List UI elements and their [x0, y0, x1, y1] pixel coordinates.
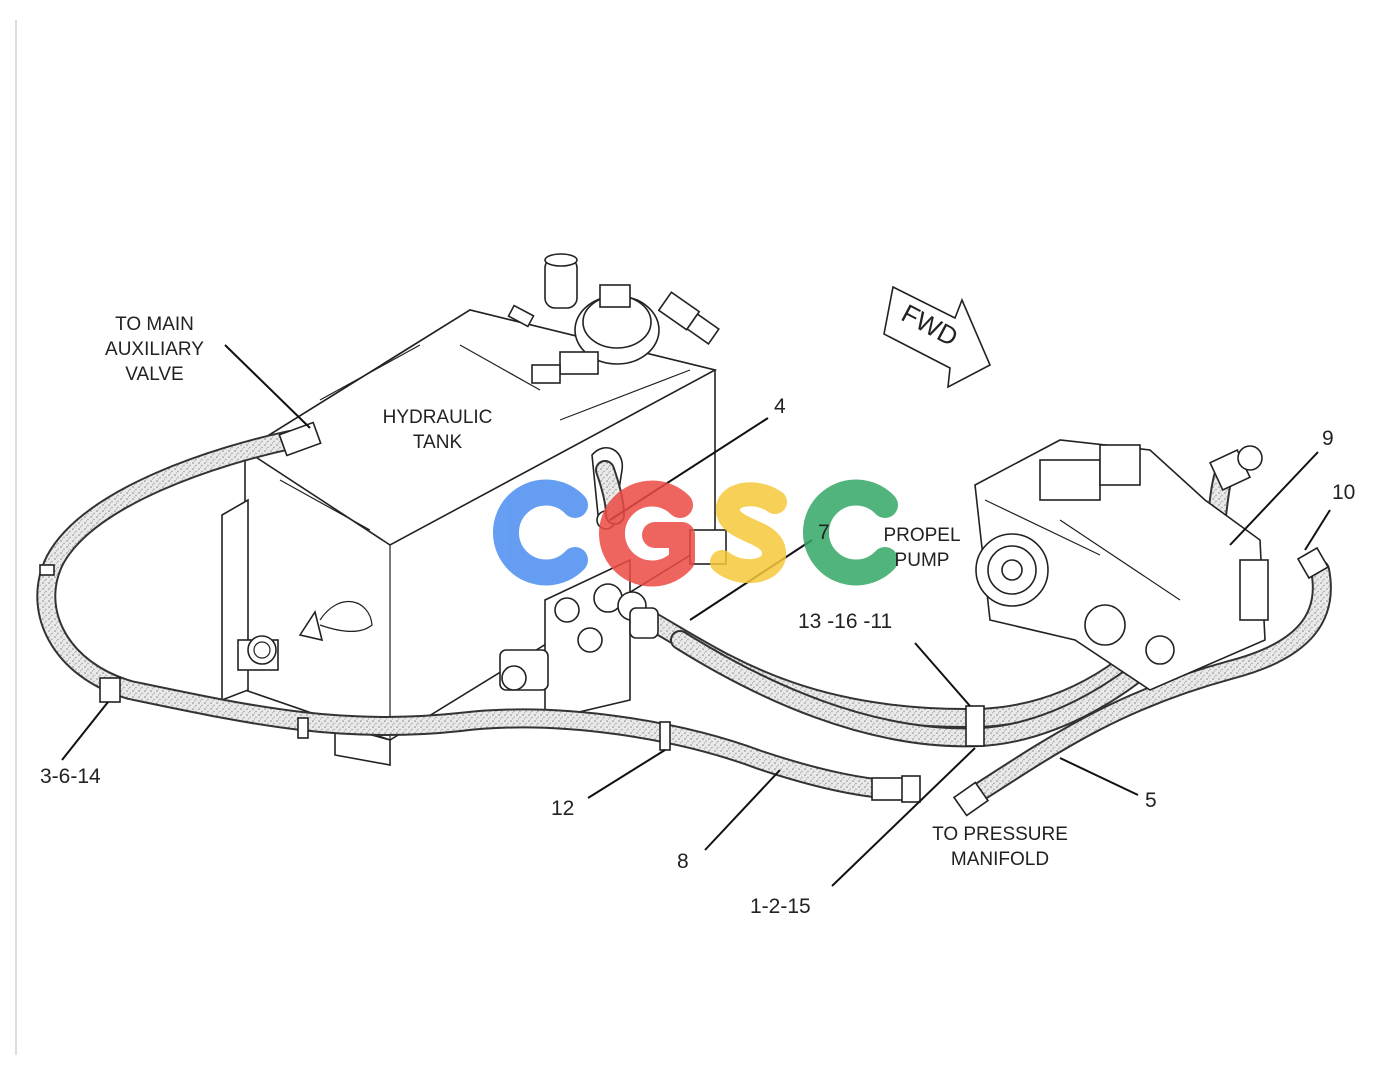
- callout-8: 8: [677, 850, 689, 873]
- callout-13-16-11: 13 -16 -11: [798, 610, 893, 633]
- callout-4: 4: [774, 395, 786, 418]
- label-hydraulic-tank: HYDRAULIC TANK: [382, 407, 493, 453]
- callout-1-2-15: 1-2-15: [750, 895, 811, 918]
- watermark-letter-c2: [803, 479, 898, 586]
- watermark-logo: [493, 479, 898, 587]
- watermark-letter-s: [710, 482, 787, 583]
- label-to-main-auxiliary-valve: TO MAIN AUXILIARY VALVE: [105, 314, 204, 385]
- callout-3-6-14: 3-6-14: [40, 765, 101, 788]
- callout-9: 9: [1322, 427, 1334, 450]
- watermark-letter-c1: [493, 479, 588, 586]
- fwd-arrow: [883, 285, 992, 389]
- callout-7: 7: [818, 521, 830, 544]
- callout-5: 5: [1145, 789, 1157, 812]
- callout-10: 10: [1332, 481, 1356, 504]
- watermark-letter-g: [599, 480, 695, 587]
- label-to-pressure-manifold: TO PRESSURE MANIFOLD: [932, 824, 1068, 870]
- propel-pump: [974, 439, 1269, 691]
- hydraulic-tank: [221, 253, 727, 766]
- label-propel-pump: PROPEL PUMP: [883, 525, 961, 571]
- callout-12: 12: [551, 797, 575, 820]
